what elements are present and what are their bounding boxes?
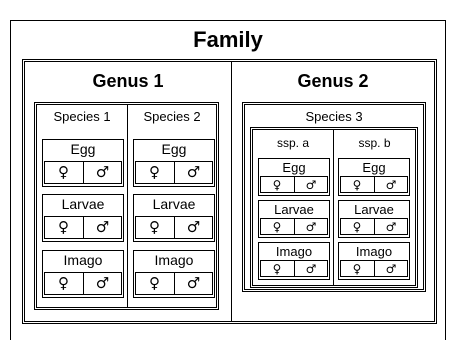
life-stage-label: Imago — [63, 252, 103, 268]
genus-2-species-box — [242, 102, 426, 292]
female-symbol-icon: ♀ — [149, 163, 160, 181]
ssp-b-label: ssp. b — [358, 136, 391, 150]
male-symbol-icon: ♂ — [186, 163, 201, 181]
sex-divider — [174, 161, 175, 184]
male-symbol-icon: ♂ — [305, 178, 317, 192]
male-symbol-icon: ♂ — [186, 218, 201, 236]
male-symbol-icon: ♂ — [95, 218, 110, 236]
sex-divider — [174, 216, 175, 239]
life-stage-label: Larvae — [152, 196, 196, 212]
male-symbol-icon: ♂ — [95, 274, 110, 292]
female-symbol-icon: ♀ — [149, 218, 160, 236]
life-stage-box — [133, 250, 215, 298]
male-symbol-icon: ♂ — [385, 220, 397, 234]
life-stage-box — [133, 139, 215, 187]
life-stage-label: Imago — [275, 244, 313, 259]
life-stage-box — [338, 242, 410, 280]
female-symbol-icon: ♀ — [352, 178, 362, 192]
life-stage-box — [133, 194, 215, 242]
male-symbol-icon: ♂ — [385, 178, 397, 192]
sex-divider — [374, 176, 375, 193]
species-divider — [127, 105, 128, 307]
sex-divider — [294, 176, 295, 193]
sex-divider — [374, 218, 375, 235]
subspecies-divider — [333, 130, 334, 285]
female-symbol-icon: ♀ — [352, 262, 362, 276]
life-stage-label: Imago — [154, 252, 194, 268]
genus-divider — [231, 62, 232, 321]
male-symbol-icon: ♂ — [186, 274, 201, 292]
family-content-box — [22, 59, 437, 324]
male-symbol-icon: ♂ — [95, 163, 110, 181]
life-stage-box — [42, 250, 124, 298]
life-stage-box — [338, 200, 410, 238]
female-symbol-icon: ♀ — [272, 220, 282, 234]
genus-1-title: Genus 1 — [92, 71, 164, 91]
life-stage-label: Egg — [70, 141, 96, 157]
life-stage-label: Larvae — [354, 202, 394, 217]
life-stage-label: Egg — [362, 160, 386, 175]
sex-divider — [83, 272, 84, 295]
life-stage-box — [258, 242, 330, 280]
life-stage-box — [258, 158, 330, 196]
species-2-label: Species 2 — [143, 109, 201, 124]
sex-divider — [374, 260, 375, 277]
life-stage-label: Egg — [161, 141, 187, 157]
genus-1-species-box — [34, 102, 219, 310]
female-symbol-icon: ♀ — [58, 218, 69, 236]
ssp-a-label: ssp. a — [276, 136, 309, 150]
life-stage-label: Larvae — [61, 196, 105, 212]
female-symbol-icon: ♀ — [272, 262, 282, 276]
sex-divider — [83, 161, 84, 184]
genus-2-title: Genus 2 — [297, 71, 369, 91]
female-symbol-icon: ♀ — [272, 178, 282, 192]
life-stage-box — [42, 194, 124, 242]
family-title: Family — [193, 27, 263, 52]
sex-divider — [83, 216, 84, 239]
sex-divider — [294, 218, 295, 235]
sex-divider — [294, 260, 295, 277]
male-symbol-icon: ♂ — [385, 262, 397, 276]
sex-divider — [174, 272, 175, 295]
life-stage-label: Egg — [282, 160, 306, 175]
life-stage-label: Larvae — [274, 202, 314, 217]
female-symbol-icon: ♀ — [58, 274, 69, 292]
life-stage-box — [258, 200, 330, 238]
species-1-label: Species 1 — [53, 109, 111, 124]
family-frame — [10, 20, 446, 340]
life-stage-box — [42, 139, 124, 187]
life-stage-label: Imago — [355, 244, 393, 259]
life-stage-box — [338, 158, 410, 196]
female-symbol-icon: ♀ — [149, 274, 160, 292]
species-3-label: Species 3 — [305, 109, 363, 124]
female-symbol-icon: ♀ — [352, 220, 362, 234]
species-3-subspecies-box — [250, 127, 418, 288]
male-symbol-icon: ♂ — [305, 262, 317, 276]
female-symbol-icon: ♀ — [58, 163, 69, 181]
male-symbol-icon: ♂ — [305, 220, 317, 234]
